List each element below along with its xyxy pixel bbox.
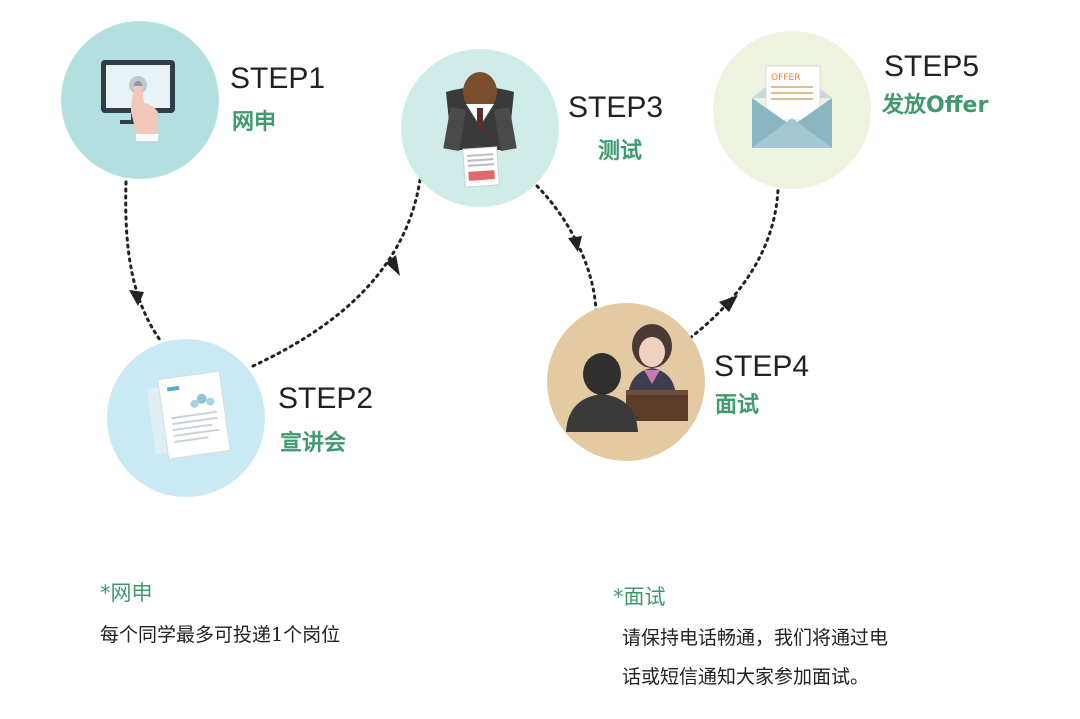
note-online-title: *网申 <box>100 581 153 605</box>
connector-3-4 <box>535 184 598 314</box>
connector-1-2 <box>124 180 162 342</box>
step4-label: 面试 <box>715 393 760 418</box>
offer-envelope-icon: OFFER <box>752 65 832 148</box>
arrowheads <box>129 236 738 312</box>
step1-node <box>61 21 219 179</box>
step4-node <box>547 303 705 461</box>
connectors <box>124 178 780 368</box>
step3-label: 测试 <box>598 139 643 164</box>
step3-node <box>401 49 559 207</box>
connector-4-5 <box>688 188 780 340</box>
note-interview-line-2: 话或短信通知大家参加面试。 <box>622 666 870 688</box>
step4-title: STEP4 <box>714 350 810 383</box>
arrow-up-4 <box>719 295 738 312</box>
arrow-down-3 <box>568 236 582 252</box>
step5-node: OFFER <box>713 31 871 189</box>
arrow-down-1 <box>129 290 144 306</box>
step1-title: STEP1 <box>230 62 326 95</box>
step5-label: 发放Offer <box>882 93 989 118</box>
document-icon <box>146 370 231 460</box>
monitor-touch-icon <box>101 60 175 141</box>
step1-label: 网申 <box>232 110 277 135</box>
note-interview-line-1: 请保持电话畅通，我们将通过电 <box>622 627 889 649</box>
connector-2-3 <box>251 178 422 368</box>
step5-title: STEP5 <box>884 50 980 83</box>
interview-people-icon <box>566 324 688 432</box>
arrow-up-2 <box>386 255 400 276</box>
person-with-paper-icon <box>443 72 517 188</box>
offer-letter-text: OFFER <box>771 73 800 83</box>
step2-label: 宣讲会 <box>280 431 347 456</box>
note-interview-title: *面试 <box>613 585 666 609</box>
step2-title: STEP2 <box>278 382 374 415</box>
note-online-line-1: 每个同学最多可投递1个岗位 <box>100 624 341 646</box>
step2-node <box>107 339 265 497</box>
step3-title: STEP3 <box>568 91 664 124</box>
step4-circle <box>547 303 705 461</box>
